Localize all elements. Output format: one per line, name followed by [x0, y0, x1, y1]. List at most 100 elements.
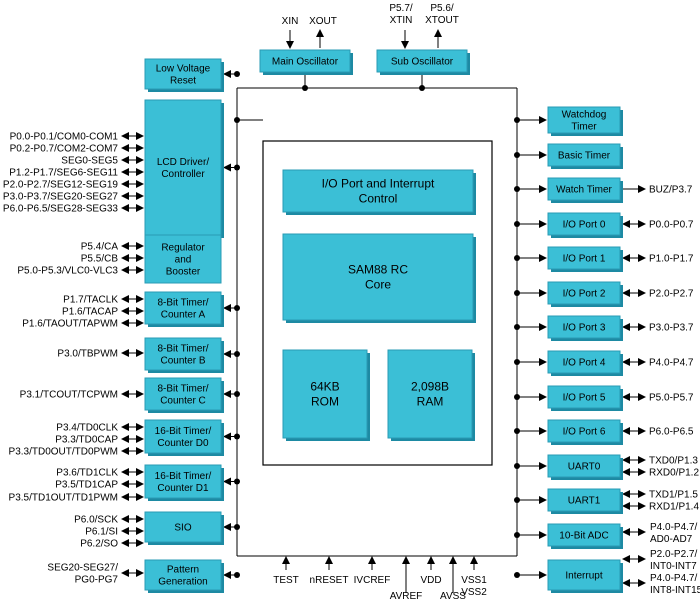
- left-pin-sio-1: P6.1/SI: [85, 527, 118, 538]
- left-block-pg-label: Generation: [158, 577, 207, 588]
- left-block-sio-label: SIO: [174, 523, 191, 534]
- right-block-adc-label: 10-Bit ADC: [559, 531, 608, 542]
- left-block-td1-box: [144, 464, 222, 499]
- junction-dot: [514, 497, 520, 503]
- right-block-p3: I/O Port 3: [547, 315, 623, 341]
- junction-dot: [514, 572, 520, 578]
- left-pin-lcd-5: P3.0-P3.7/SEG20-SEG27: [3, 192, 119, 203]
- right-block-adc: 10-Bit ADC: [547, 523, 623, 549]
- sub-oscillator-block-label: Sub Oscillator: [391, 57, 454, 68]
- left-pin-tc-0: P3.1/TCOUT/TCPWM: [20, 390, 118, 401]
- right-pin-uart1-0: TXD1/P1.5: [649, 490, 698, 501]
- left-block-lvr-label: Reset: [170, 76, 196, 87]
- junction-dot: [234, 71, 240, 77]
- left-block-tb-box: [144, 337, 222, 371]
- right-block-p2-box: [547, 281, 621, 305]
- left-pin-sio-0: P6.0/SCK: [74, 515, 118, 526]
- left-block-tb-label: 8-Bit Timer/: [157, 344, 208, 355]
- right-pin-uart1-1: RXD1/P1.4: [649, 502, 699, 513]
- junction-dot: [514, 324, 520, 330]
- right-pin-adc-0-a: P4.0-P4.7/: [650, 522, 697, 533]
- sam88-core-block-label: Core: [365, 278, 391, 292]
- bottom-pin-3: VDD: [420, 575, 441, 586]
- right-block-p0-box: [547, 212, 621, 236]
- left-pin-td0-2: P3.3/TD0OUT/TD0PWM: [9, 447, 118, 458]
- junction-dot: [514, 152, 520, 158]
- right-block-uart1-box: [547, 488, 621, 512]
- right-block-p0-label: I/O Port 0: [563, 220, 606, 231]
- right-block-p0: I/O Port 0: [547, 212, 623, 238]
- left-pin-pg-0: SEG20-SEG27/: [47, 563, 118, 574]
- left-pin-reg-1: P5.5/CB: [81, 254, 119, 265]
- right-block-p1-label: I/O Port 1: [563, 254, 606, 265]
- right-block-uart0-label: UART0: [568, 462, 601, 473]
- right-block-uart0-box: [547, 454, 621, 478]
- junction-dot: [514, 117, 520, 123]
- right-block-wdt-label: Timer: [571, 122, 597, 133]
- ram-block-label: RAM: [417, 395, 444, 409]
- left-block-tb-label: Counter B: [160, 356, 205, 367]
- right-pin-int-0-a: P2.0-P2.7/: [650, 549, 697, 560]
- right-pin-p5-0: P5.0-P5.7: [649, 393, 694, 404]
- bottom-pin-2: IVCREF: [354, 575, 391, 586]
- bottom-pin-4-a: VSS1: [461, 575, 487, 586]
- right-pin-p1-0: P1.0-P1.7: [649, 254, 694, 265]
- left-block-tc-label: 8-Bit Timer/: [157, 384, 208, 395]
- right-block-int: Interrupt: [547, 559, 623, 593]
- left-block-ta: 8-Bit Timer/Counter A: [144, 291, 224, 327]
- left-pin-td0-1: P3.3/TD0CAP: [55, 435, 118, 446]
- right-pin-p3-0: P3.0-P3.7: [649, 323, 694, 334]
- xtout-label-2: XTOUT: [425, 15, 459, 26]
- right-pin-int-0-b: INT0-INT7: [650, 561, 697, 572]
- io-port-interrupt-control-block-label: I/O Port and Interrupt: [322, 177, 435, 191]
- left-block-tc-label: Counter C: [160, 396, 206, 407]
- left-block-pg-box: [144, 559, 222, 591]
- right-block-wt-box: [547, 177, 621, 201]
- right-block-uart0: UART0: [547, 454, 623, 480]
- left-block-tb: 8-Bit Timer/Counter B: [144, 337, 224, 373]
- right-block-p2: I/O Port 2: [547, 281, 623, 307]
- left-block-tc-box: [144, 377, 222, 411]
- left-block-ta-label: 8-Bit Timer/: [157, 298, 208, 309]
- right-block-wdt-label: Watchdog: [562, 110, 607, 121]
- right-block-int-label: Interrupt: [565, 571, 602, 582]
- xtout-label-1: P5.6/: [430, 3, 454, 14]
- right-block-bt-label: Basic Timer: [558, 151, 611, 162]
- right-block-p5-label: I/O Port 5: [563, 393, 606, 404]
- left-pin-lcd-3: P1.2-P1.7/SEG6-SEG11: [9, 168, 118, 179]
- rom-block-box: [282, 349, 368, 439]
- xtin-label-2: XTIN: [390, 15, 413, 26]
- left-pin-td0-0: P3.4/TD0CLK: [56, 423, 118, 434]
- junction-dot: [234, 117, 240, 123]
- left-block-reg-box: [144, 234, 222, 284]
- left-pin-lcd-1: P0.2-P0.7/COM2-COM7: [10, 144, 119, 155]
- right-block-bt: Basic Timer: [547, 143, 623, 169]
- sam88-core-block-label: SAM88 RC: [348, 263, 408, 277]
- right-pin-adc-0-b: AD0-AD7: [650, 534, 693, 545]
- right-block-p5-box: [547, 385, 621, 409]
- junction-dot: [514, 221, 520, 227]
- junction-dot: [514, 394, 520, 400]
- left-block-ta-box: [144, 291, 222, 325]
- sub-oscillator-block-box: [376, 49, 468, 73]
- right-block-uart1-label: UART1: [568, 496, 601, 507]
- left-pin-ta-2: P1.6/TAOUT/TAPWM: [22, 319, 118, 330]
- junction-dot: [514, 428, 520, 434]
- left-block-lvr-box: [144, 58, 222, 90]
- left-pin-lcd-4: P2.0-P2.7/SEG12-SEG19: [3, 180, 119, 191]
- junction-dot: [234, 433, 240, 440]
- junction-dot: [514, 359, 520, 365]
- right-block-p3-box: [547, 315, 621, 339]
- right-pin-uart0-1: RXD0/P1.2: [649, 468, 699, 479]
- xtin-label-1: P5.7/: [389, 3, 413, 14]
- left-block-td0-box: [144, 419, 222, 454]
- left-pin-reg-2: P5.0-P5.3/VLC0-VLC3: [17, 266, 118, 277]
- right-block-p4-box: [547, 350, 621, 374]
